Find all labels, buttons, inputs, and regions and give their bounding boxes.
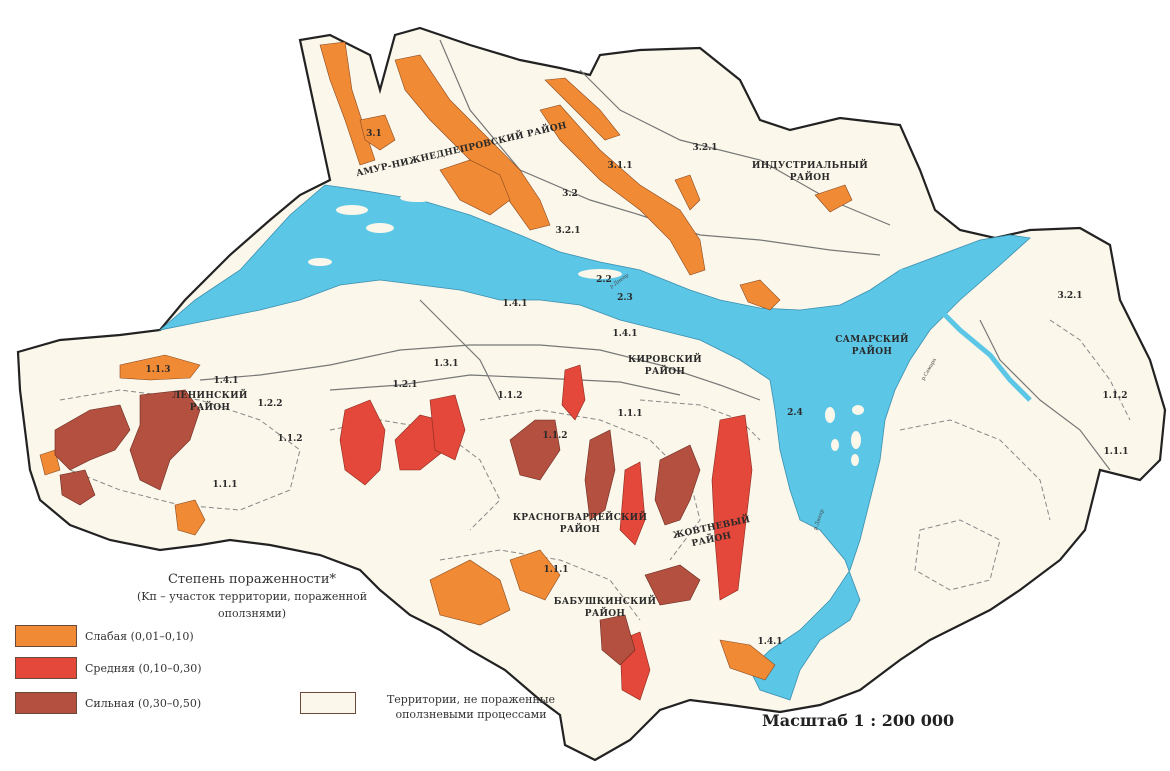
zone-label: 1.1.2 bbox=[542, 431, 567, 441]
legend-untouched-line1: Территории, не пораженные bbox=[386, 693, 556, 706]
legend-item-medium: Средняя (0,10–0,30) bbox=[15, 657, 202, 679]
zone-label: 1.2.2 bbox=[257, 399, 282, 409]
zone-label: 1.1.1 bbox=[543, 565, 568, 575]
legend-swatch-medium bbox=[15, 657, 77, 679]
zone-label: 1.1.3 bbox=[145, 365, 170, 375]
island bbox=[336, 205, 368, 215]
zone-label: 3.1.1 bbox=[607, 161, 632, 171]
district-babushkinsky-1: БАБУШКИНСКИЙ bbox=[554, 594, 657, 607]
zone-label: 3.2.1 bbox=[555, 226, 580, 236]
district-leninsky-1: ЛЕНИНСКИЙ bbox=[172, 388, 248, 401]
zone-label: 2.2 bbox=[596, 275, 612, 285]
legend-item-weak: Слабая (0,01–0,10) bbox=[15, 625, 194, 647]
zone-label: 1.2.1 bbox=[392, 380, 417, 390]
district-boundaries bbox=[199, 39, 1111, 471]
zone-label: 1.1.1 bbox=[617, 409, 642, 419]
zone-label: 3.2 bbox=[562, 189, 578, 199]
district-kirovsky-2: РАЙОН bbox=[645, 364, 686, 377]
legend-label-untouched: Территории, не пораженные оползневыми пр… bbox=[366, 692, 576, 722]
island bbox=[851, 431, 861, 449]
zone-label: 1.1.2 bbox=[277, 434, 302, 444]
island bbox=[825, 407, 835, 423]
zone-label: 1.1.1 bbox=[1103, 447, 1128, 457]
zone-label: 1.4.1 bbox=[757, 637, 782, 647]
legend-swatch-strong bbox=[15, 692, 77, 714]
island bbox=[400, 194, 436, 202]
district-babushkinsky-2: РАЙОН bbox=[585, 606, 626, 619]
dnieper-river bbox=[158, 184, 1031, 701]
zone-label: 2.3 bbox=[617, 293, 633, 303]
zone-label: 3.1 bbox=[366, 129, 382, 139]
zone-label: 3.2.1 bbox=[1057, 291, 1082, 301]
zone-label: 1.4.1 bbox=[612, 329, 637, 339]
legend-swatch-weak bbox=[15, 625, 77, 647]
island bbox=[851, 454, 859, 466]
district-industrial-2: РАЙОН bbox=[790, 170, 831, 183]
island bbox=[852, 405, 864, 415]
zone-label: 1.1.2 bbox=[497, 391, 522, 401]
zone-label: 1.4.1 bbox=[213, 376, 238, 386]
district-samarsky-2: РАЙОН bbox=[852, 344, 893, 357]
district-leninsky-2: РАЙОН bbox=[190, 400, 231, 413]
legend-item-strong: Сильная (0,30–0,50) bbox=[15, 692, 201, 714]
district-kirovsky-1: КИРОВСКИЙ bbox=[628, 352, 702, 365]
legend-subtitle: (Kп – участок территории, пораженной опо… bbox=[136, 590, 368, 620]
zone-label: 1.3.1 bbox=[433, 359, 458, 369]
district-samarsky-1: САМАРСКИЙ bbox=[835, 332, 909, 345]
samara-river bbox=[898, 268, 1032, 402]
island bbox=[831, 439, 839, 451]
island bbox=[366, 223, 394, 233]
map-scale: Масштаб 1 : 200 000 bbox=[762, 711, 955, 730]
legend-header: Степень пораженности* (Kп – участок терр… bbox=[102, 571, 402, 622]
zone-label: 1.4.1 bbox=[502, 299, 527, 309]
legend-label-strong: Сильная (0,30–0,50) bbox=[85, 696, 202, 710]
district-krasnogvardeysky-1: КРАСНОГВАРДЕЙСКИЙ bbox=[513, 510, 648, 523]
zone-label: 1.1.2 bbox=[1102, 391, 1127, 401]
legend-title: Степень пораженности* bbox=[167, 572, 337, 587]
district-industrial-1: ИНДУСТРИАЛЬНЫЙ bbox=[752, 158, 868, 171]
landslide-weak bbox=[39, 41, 853, 681]
zone-label: 1.1.1 bbox=[212, 480, 237, 490]
legend-untouched-line2: оползневыми процессами bbox=[395, 708, 547, 721]
legend-swatch-untouched bbox=[300, 692, 356, 714]
zone-label: 2.4 bbox=[787, 408, 803, 418]
legend-label-weak: Слабая (0,01–0,10) bbox=[85, 629, 194, 643]
legend-item-untouched: Территории, не пораженные оползневыми пр… bbox=[300, 692, 576, 722]
zone-labels: 3.1 3.2.1 3.2.1 3.2.1 3.1.1 3.2 2.2 2.3 … bbox=[145, 129, 1128, 647]
landslide-medium bbox=[339, 364, 753, 701]
zone-label: 3.2.1 bbox=[692, 143, 717, 153]
landslide-strong bbox=[54, 389, 701, 666]
island bbox=[308, 258, 332, 266]
legend-label-medium: Средняя (0,10–0,30) bbox=[85, 661, 202, 675]
district-krasnogvardeysky-2: РАЙОН bbox=[560, 522, 601, 535]
island bbox=[578, 269, 622, 279]
